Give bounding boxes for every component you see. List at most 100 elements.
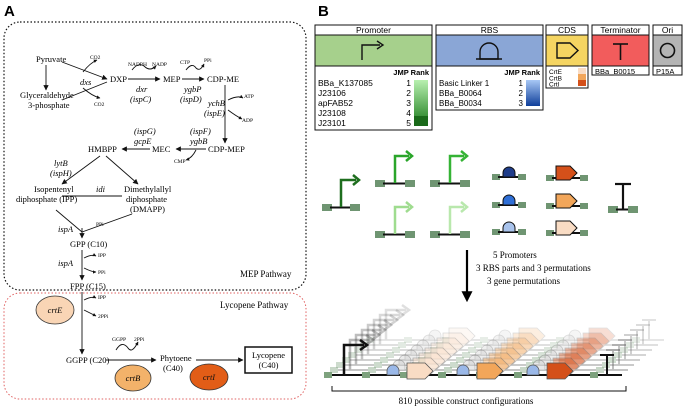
gene-ispG: (ispG): [134, 126, 156, 136]
gene-crtE: crtE: [48, 305, 63, 315]
gene-ispA-1: ispA: [58, 224, 74, 234]
compound-ipp-line2: diphosphate (IPP): [16, 194, 77, 204]
ori-card: Ori P15A: [652, 24, 683, 76]
gene-crtB: crtB: [126, 373, 141, 383]
gene-ispC: (ispC): [130, 94, 151, 104]
promoter-variant-dark: [322, 174, 361, 211]
lycopene-pathway-label: Lycopene Pathway: [220, 300, 289, 310]
construct-layer-7: [366, 303, 664, 345]
rbs-part-1: BBa_B0064: [439, 89, 482, 98]
connector-right: [350, 204, 360, 211]
rbs-variant-1: [492, 194, 526, 208]
gene-ygbP: ygbP: [183, 84, 201, 94]
compound-dmapp-line3: (DMAPP): [130, 204, 165, 214]
cds-variant-2: [546, 220, 588, 236]
gene-gcpE: gcpE: [134, 136, 152, 146]
compound-fpp: FPP (C15): [70, 281, 106, 291]
ori-part-0: P15A: [656, 67, 674, 76]
promoter-part-2: apFAB52: [318, 98, 353, 108]
promoter-glyph-arrowhead: [376, 40, 385, 50]
cofactor-ppi-d: 2PPi: [98, 314, 109, 320]
cofactor-ppi-a: PPi: [204, 58, 212, 64]
rbs-rank-1: 2: [519, 89, 524, 98]
compound-g3p-line1: Glyceraldehyde: [20, 90, 74, 100]
cds-variant-1: [546, 193, 588, 209]
arrow-hmbpp-ipp: [61, 155, 101, 185]
panel-b-letter: B: [318, 3, 329, 20]
promoter-title: Promoter: [356, 25, 391, 35]
cds-variant-0: [546, 165, 588, 181]
lycopene-product-box: [244, 346, 293, 374]
rbs-glyph-icon: [479, 42, 499, 60]
ggpp-2ppi-arc: [115, 341, 139, 351]
gene-lytB: lytB: [54, 158, 68, 168]
rbs-rank-2: 3: [519, 99, 524, 108]
ctp-arc: [185, 63, 205, 71]
arrow-hmbpp-dmapp: [105, 155, 139, 185]
rbs-glyph-band: [435, 34, 544, 67]
construct-layer-5: [354, 313, 652, 355]
cds-glyph-band: [545, 34, 589, 67]
summary-line-2: 3 RBS parts and 3 permutations: [476, 263, 591, 273]
summary-block: 5 Promoters 3 RBS parts and 3 permutatio…: [461, 250, 591, 303]
ppi-out-c: [83, 267, 97, 274]
ipp-in-a: [83, 252, 97, 259]
ipp-in-b: [83, 294, 97, 301]
compound-hmbpp: HMBPP: [88, 144, 117, 154]
compound-dmapp-line2: diphosphate: [126, 194, 167, 204]
cmp-out: [185, 149, 197, 161]
promoter-rank-header: JMP Rank: [393, 68, 430, 77]
promoter-variant-green-a: [375, 150, 415, 187]
cds-part-2: CrtI: [549, 82, 560, 89]
cofactor-nadp: NADP: [152, 62, 167, 68]
gene-ispD: (ispD): [180, 94, 202, 104]
rbs-rank-gradient: [526, 80, 540, 106]
compound-g3p-line2: 3-phosphate: [28, 100, 70, 110]
promoter-glyph-band: [314, 34, 433, 67]
nadph-arc: [131, 64, 157, 71]
compound-lycopene-line2: (C40): [259, 360, 279, 370]
cofactor-co2-a: CO2: [90, 55, 101, 61]
cofactor-cmp: CMP: [174, 159, 186, 165]
promoter-rank-0: 1: [406, 78, 411, 88]
crtB-ellipse: [114, 364, 152, 392]
promoter-variant-light-a: [375, 201, 415, 238]
footer-label: 810 possible construct configurations: [399, 396, 534, 406]
compound-dmapp-line1: Dimethylallyl: [124, 184, 172, 194]
gene-dxr: dxr: [136, 84, 148, 94]
ori-title: Ori: [662, 25, 673, 35]
compound-mep: MEP: [163, 74, 181, 84]
cofactor-nadph: NADPH: [128, 62, 147, 68]
rbs-title: RBS: [481, 25, 499, 35]
ppi-out-d: [83, 309, 97, 317]
arrow-g3p-dxp: [61, 81, 108, 101]
promoter-variant-green-b: [430, 150, 470, 187]
gene-dxs: dxs: [80, 77, 92, 87]
compound-lycopene-line1: Lycopene: [252, 350, 285, 360]
compound-pyruvate: Pyruvate: [36, 54, 66, 64]
panel-a: A Pyruvate Glyceraldehyde 3-phosphate DX…: [3, 3, 307, 400]
gene-ispE: (ispE): [204, 108, 225, 118]
construct-bracket: [331, 386, 627, 392]
cofactor-ppi-c: PPi: [98, 270, 106, 276]
cofactor-ggpp-in: GGPP: [112, 337, 126, 343]
compound-phytoene-line1: Phytoene: [160, 353, 192, 363]
cds-part-1: CrtB: [549, 75, 562, 82]
rbs-variant-0: [492, 166, 526, 180]
gene-ychB: ychB: [207, 98, 225, 108]
summary-line-1: 5 Promoters: [493, 250, 537, 260]
construct-layer-6: [360, 308, 658, 350]
promoter-rank-2: 3: [406, 98, 411, 108]
mep-pathway-label: MEP Pathway: [240, 269, 292, 279]
gene-ygbB: ygbB: [189, 136, 207, 146]
co2-out-a: [82, 59, 98, 73]
gene-idi: idi: [96, 184, 106, 194]
promoter-rank-3: 4: [406, 108, 411, 118]
gene-ispF: (ispF): [190, 126, 211, 136]
atp-in: [227, 94, 244, 101]
rbs-part-2: BBa_B0034: [439, 99, 482, 108]
promoter-rank-bar-bottom: [414, 116, 428, 126]
